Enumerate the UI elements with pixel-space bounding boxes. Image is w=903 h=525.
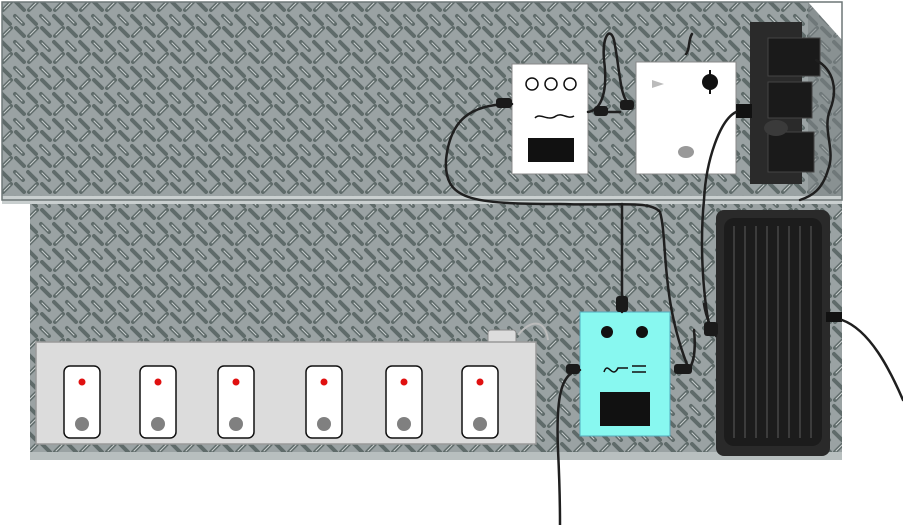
footswitch-6[interactable] bbox=[461, 365, 499, 439]
led-icon bbox=[232, 378, 240, 386]
footswitch-3[interactable] bbox=[217, 365, 255, 439]
led-icon bbox=[320, 378, 328, 386]
footswitch-4[interactable] bbox=[305, 365, 343, 439]
footswitch-1[interactable] bbox=[63, 365, 101, 439]
footswitch-button[interactable] bbox=[528, 138, 574, 162]
footswitch-button[interactable] bbox=[600, 392, 650, 426]
footswitch-5[interactable] bbox=[385, 365, 423, 439]
knob-icon[interactable] bbox=[525, 77, 539, 91]
footswitch-controller bbox=[35, 322, 549, 445]
power-supply bbox=[736, 22, 821, 184]
wah-pedal[interactable] bbox=[716, 210, 842, 456]
brand-squiggle-icon bbox=[603, 365, 646, 373]
footswitch-knob-icon[interactable] bbox=[473, 417, 487, 431]
cable-jacks bbox=[496, 98, 718, 374]
two-knob-pedal[interactable] bbox=[579, 311, 671, 437]
led-icon bbox=[652, 80, 664, 88]
footswitch-knob-icon[interactable] bbox=[229, 417, 243, 431]
led-icon bbox=[78, 378, 86, 386]
knob-icon[interactable] bbox=[563, 77, 577, 91]
brand-squiggle-icon bbox=[534, 114, 575, 119]
footswitch-knob-icon[interactable] bbox=[75, 417, 89, 431]
patch-cables bbox=[444, 32, 903, 525]
footswitch-knob-icon[interactable] bbox=[317, 417, 331, 431]
knob-icon[interactable] bbox=[601, 326, 613, 338]
led-icon bbox=[476, 378, 484, 386]
three-knob-pedal[interactable] bbox=[511, 63, 589, 175]
footswitch-button[interactable] bbox=[678, 146, 694, 158]
footswitch-knob-icon[interactable] bbox=[397, 417, 411, 431]
knob-icon[interactable] bbox=[544, 77, 558, 91]
led-icon bbox=[154, 378, 162, 386]
footswitch-2[interactable] bbox=[139, 365, 177, 439]
led-icon bbox=[400, 378, 408, 386]
knob-icon[interactable] bbox=[636, 326, 648, 338]
footswitch-knob-icon[interactable] bbox=[151, 417, 165, 431]
single-knob-pedal[interactable] bbox=[635, 61, 737, 175]
